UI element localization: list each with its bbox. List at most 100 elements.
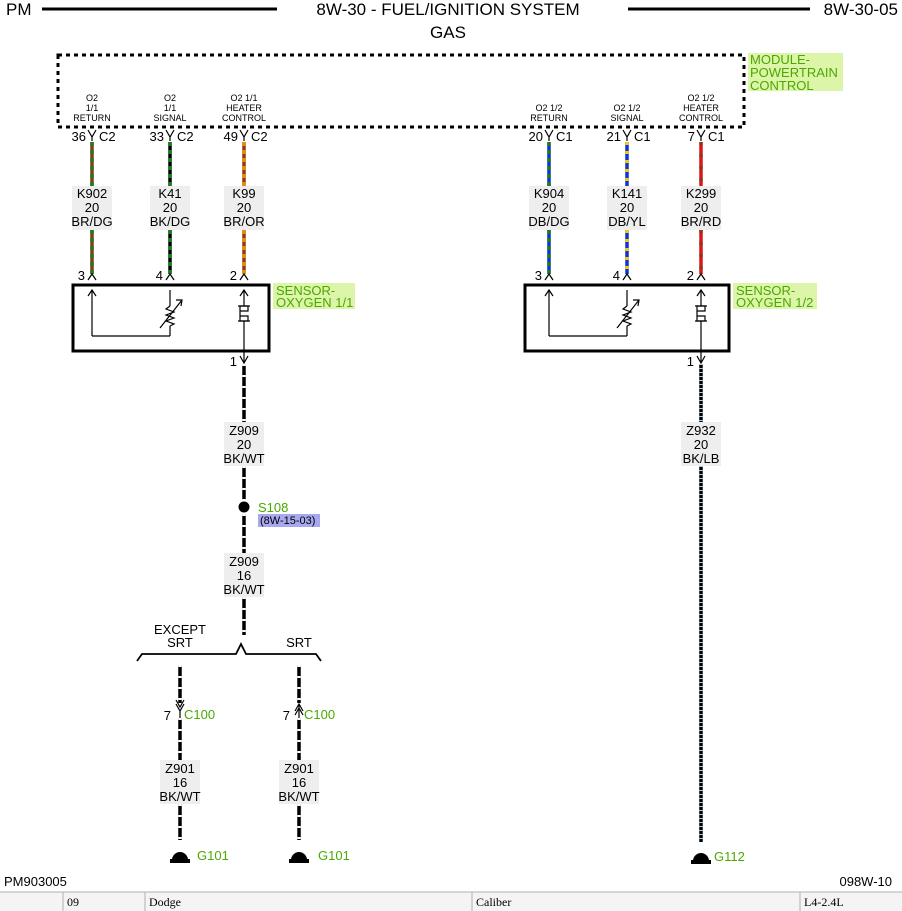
header-left: PM xyxy=(6,0,32,19)
bottom-bar: 09 Dodge Caliber L4-2.4L xyxy=(0,891,902,911)
sensor2-label-2: OXYGEN 1/2 xyxy=(736,295,813,310)
bottom-bar-year: 09 xyxy=(67,895,79,909)
pin-21-label-2: SIGNAL xyxy=(610,113,643,123)
module-label-line1: MODULE- xyxy=(750,52,810,67)
pin-36-label-3: RETURN xyxy=(73,113,111,123)
sensor1-label-2: OXYGEN 1/1 xyxy=(276,295,353,310)
footer-left: PM903005 xyxy=(4,874,67,889)
k904-color: DB/DG xyxy=(528,214,569,229)
pin-49-label-3: CONTROL xyxy=(222,113,266,123)
k902-color: BR/DG xyxy=(71,214,112,229)
pin-49-label-2: HEATER xyxy=(226,103,262,113)
pin-36-connector: C2 xyxy=(99,129,116,144)
pin-7-connector: C1 xyxy=(708,129,725,144)
k141-color: DB/YL xyxy=(608,214,646,229)
pin-33-label-3: SIGNAL xyxy=(153,113,186,123)
sensor1-pin-4: 4 xyxy=(156,268,163,283)
top-wires xyxy=(90,142,703,274)
branch-except-srt: 7 C100 Z901 16 BK/WT G101 xyxy=(159,665,229,863)
pin-21-connector: C1 xyxy=(634,129,651,144)
sensor1-pin-3: 3 xyxy=(78,268,85,283)
splice-name: S108 xyxy=(258,500,288,515)
left-ground-circuit: Z909 20 BK/WT S108 (8W-15-03) Z909 16 BK… xyxy=(136,364,350,863)
pin-20-number: 20 xyxy=(529,129,543,144)
k299-gauge: 20 xyxy=(694,200,708,215)
pcm-pin-labels: O2 1/1 RETURN O2 1/1 SIGNAL O2 1/1 HEATE… xyxy=(73,93,723,123)
branch-left-line2: SRT xyxy=(167,635,193,650)
pin-7-label-3: CONTROL xyxy=(679,113,723,123)
pin-49-number: 49 xyxy=(224,129,238,144)
pin-21-number: 21 xyxy=(607,129,621,144)
z901a-color: BK/WT xyxy=(159,789,200,804)
splice-ref[interactable]: (8W-15-03) xyxy=(260,515,315,527)
z909b-circuit: Z909 xyxy=(229,554,259,569)
sensor2-pin-3: 3 xyxy=(535,268,542,283)
k141-circuit: K141 xyxy=(612,186,642,201)
c100-left-pin: 7 xyxy=(164,708,171,723)
pin-21-label-1: O2 1/2 xyxy=(613,103,640,113)
branch-srt: 7 C100 Z901 16 BK/WT G101 xyxy=(278,665,350,863)
k299-color: BR/RD xyxy=(681,214,721,229)
label-k99: K99 20 BR/OR xyxy=(223,186,265,230)
z901b-color: BK/WT xyxy=(278,789,319,804)
z909b-gauge: 16 xyxy=(237,568,251,583)
label-k902: K902 20 BR/DG xyxy=(71,186,113,230)
c100-right-name: C100 xyxy=(304,707,335,722)
module-label-highlight xyxy=(748,53,843,91)
pin-49-label-1: O2 1/1 xyxy=(230,93,257,103)
sensor1-ground-pin: 1 xyxy=(230,354,237,369)
ground-symbol-g101-left xyxy=(170,852,190,863)
header: PM 8W-30 - FUEL/IGNITION SYSTEM 8W-30-05… xyxy=(6,0,898,42)
pin-36-label-1: O2 xyxy=(86,93,98,103)
pin-7-number: 7 xyxy=(688,129,695,144)
module-label-line3: CONTROL xyxy=(750,78,814,93)
ground-g101-right: G101 xyxy=(318,848,350,863)
c100-left-name: C100 xyxy=(184,707,215,722)
sensor2-ground-pin: 1 xyxy=(687,354,694,369)
ground-g101-left: G101 xyxy=(197,848,229,863)
branch-right: SRT xyxy=(286,635,312,650)
z909a-color: BK/WT xyxy=(223,451,264,466)
z909a-circuit: Z909 xyxy=(229,423,259,438)
label-k299: K299 20 BR/RD xyxy=(681,186,721,230)
label-k41: K41 20 BK/DG xyxy=(150,186,190,230)
pin-49-connector: C2 xyxy=(251,129,268,144)
ground-g112: G112 xyxy=(714,849,745,864)
top-wire-labels: K902 20 BR/DG K41 20 BK/DG K99 20 BR/OR … xyxy=(71,186,721,230)
z932-color: BK/LB xyxy=(683,451,720,466)
z901a-gauge: 16 xyxy=(173,775,187,790)
pin-7-label-2: HEATER xyxy=(683,103,719,113)
footer-right: 098W-10 xyxy=(839,874,892,889)
k41-gauge: 20 xyxy=(163,200,177,215)
z901a-circuit: Z901 xyxy=(165,761,195,776)
z909b-color: BK/WT xyxy=(223,582,264,597)
page-number: 8W-30-05 xyxy=(824,0,898,19)
bottom-bar-model: Caliber xyxy=(476,895,511,909)
sensor2-pin-4: 4 xyxy=(613,268,620,283)
z909a-gauge: 20 xyxy=(237,437,251,452)
page-subtitle: GAS xyxy=(430,23,466,42)
right-ground-circuit: Z932 20 BK/LB G112 xyxy=(681,364,745,864)
sensor-oxygen-1-1: SENSOR- OXYGEN 1/1 1 xyxy=(71,283,355,369)
sensor2-pin-2: 2 xyxy=(687,268,694,283)
label-k141: K141 20 DB/YL xyxy=(607,186,647,230)
bottom-bar-make: Dodge xyxy=(149,895,181,909)
splice-s108: S108 (8W-15-03) xyxy=(238,500,320,527)
c100-right-pin: 7 xyxy=(283,708,290,723)
footer: PM903005 098W-10 xyxy=(4,874,892,889)
pin-20-connector: C1 xyxy=(556,129,573,144)
sensor2-label-1: SENSOR- xyxy=(736,283,795,298)
pin-36-number: 36 xyxy=(72,129,86,144)
pin-33-connector: C2 xyxy=(177,129,194,144)
z932-gauge: 20 xyxy=(694,437,708,452)
k99-circuit: K99 xyxy=(232,186,255,201)
k141-gauge: 20 xyxy=(620,200,634,215)
k902-gauge: 20 xyxy=(85,200,99,215)
z901b-circuit: Z901 xyxy=(284,761,314,776)
pin-33-label-1: O2 xyxy=(164,93,176,103)
bottom-bar-engine: L4-2.4L xyxy=(804,895,844,909)
pin-36-label-2: 1/1 xyxy=(86,103,99,113)
module-label-line2: POWERTRAIN xyxy=(750,65,838,80)
pin-33-number: 33 xyxy=(150,129,164,144)
